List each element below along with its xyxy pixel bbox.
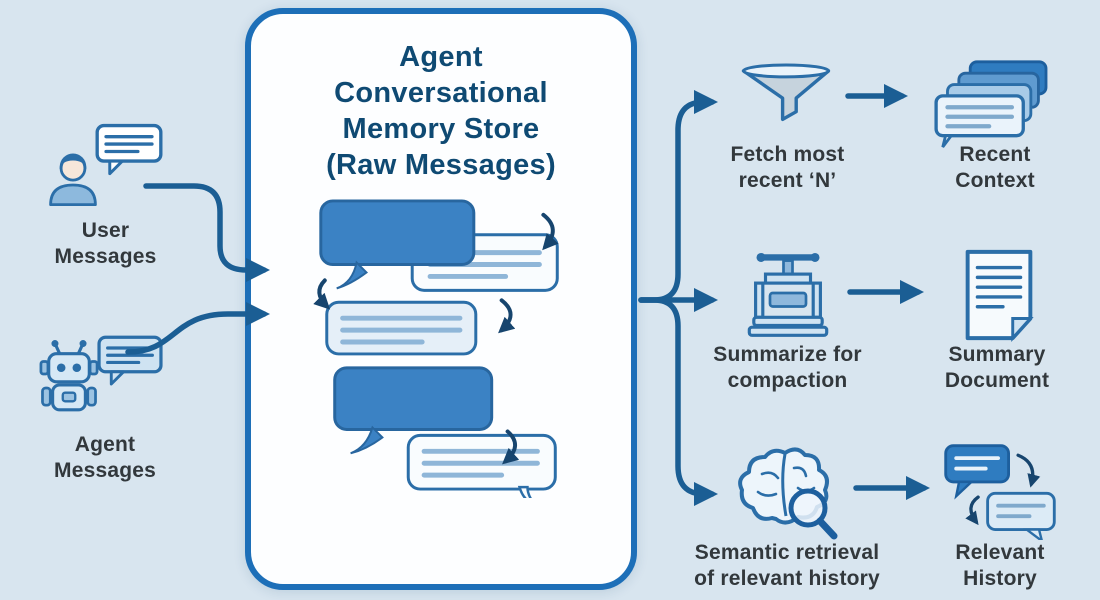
conversation-bubbles-graphic [313, 199, 559, 498]
user-icon [49, 153, 97, 206]
memory-store-title: Agent Conversational Memory Store (Raw M… [326, 41, 556, 181]
agent-message-bubble-icon [97, 335, 163, 386]
compaction-press-icon [747, 252, 829, 337]
memory-store-box: Agent Conversational Memory Store (Raw M… [245, 8, 637, 590]
arrow-store-to-semantic [638, 297, 719, 507]
summarize-label: Summarize for compaction [713, 343, 862, 392]
summary-document-label: Summary Document [944, 343, 1050, 392]
brain-search-icon [738, 447, 838, 540]
semantic-retrieval-label: Semantic retrieval of relevant history [694, 541, 880, 590]
robot-icon [39, 340, 99, 412]
fetch-recent-label: Fetch most recent ‘N’ [730, 143, 845, 192]
user-message-bubble-icon [95, 123, 163, 176]
chat-history-icon [944, 444, 1056, 540]
arrow-store-to-fetch [638, 89, 719, 303]
user-messages-label: User Messages [54, 219, 157, 268]
recent-context-label: Recent Context [955, 143, 1035, 192]
agent-messages-label: Agent Messages [54, 433, 156, 482]
relevant-history-label: Relevant History [955, 541, 1045, 590]
stacked-messages-icon [934, 60, 1048, 148]
summary-document-icon [965, 249, 1034, 342]
funnel-icon [741, 63, 831, 122]
